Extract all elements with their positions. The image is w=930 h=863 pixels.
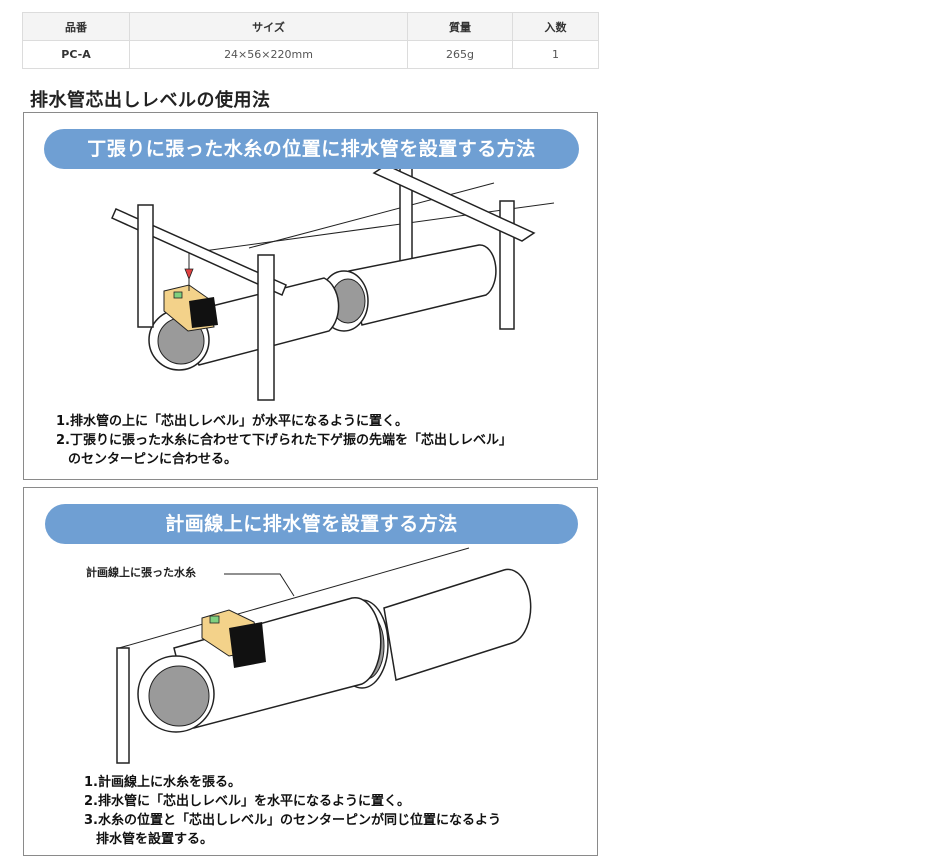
header-cell-size: サイズ [129,12,408,41]
planned-line-illustration [116,547,532,764]
header-cell-quantity: 入数 [512,12,599,41]
spec-table: 品番 サイズ 質量 入数 PC-A 24×56×220mm 265g 1 [22,12,599,69]
string-callout-label: 計画線上に張った水糸 [86,566,196,579]
cell-quantity: 1 [512,40,599,69]
cell-mass: 265g [407,40,513,69]
method-heading-batter-board: 丁張りに張った水糸の位置に排水管を設置する方法 [44,129,579,169]
instructions-batter-board: 1.排水管の上に「芯出しレベル」が水平になるように置く。 2.丁張りに張った水糸… [56,412,512,469]
step-2-continuation: のセンターピンに合わせる。 [68,452,238,467]
step-1: 1.排水管の上に「芯出しレベル」が水平になるように置く。 [56,414,408,429]
method-panel-planned-line: 計画線上に排水管を設置する方法 計画線上に張った水糸 1.計画線上に水糸を張る。… [23,487,598,856]
step-2: 2.丁張りに張った水糸に合わせて下げられた下ゲ振の先端を「芯出しレベル」 [56,433,512,448]
section-title: 排水管芯出しレベルの使用法 [30,86,598,112]
batter-board-illustration [111,164,555,401]
header-cell-product-code: 品番 [22,12,130,41]
step-1: 1.計画線上に水糸を張る。 [84,775,241,790]
cell-size: 24×56×220mm [129,40,408,69]
table-row: PC-A 24×56×220mm 265g 1 [22,40,599,69]
step-3: 3.水糸の位置と「芯出しレベル」のセンターピンが同じ位置になるよう [84,813,501,828]
step-3-continuation: 排水管を設置する。 [96,832,214,847]
instructions-planned-line: 1.計画線上に水糸を張る。 2.排水管に「芯出しレベル」を水平になるように置く。… [84,773,501,849]
step-2: 2.排水管に「芯出しレベル」を水平になるように置く。 [84,794,410,809]
method-heading-planned-line: 計画線上に排水管を設置する方法 [45,504,578,544]
spec-table-header-row: 品番 サイズ 質量 入数 [22,12,599,41]
cell-product-code: PC-A [22,40,130,69]
header-cell-mass: 質量 [407,12,513,41]
method-panel-batter-board: 丁張りに張った水糸の位置に排水管を設置する方法 1.排水管の上に「芯出しレベル」… [23,112,598,480]
